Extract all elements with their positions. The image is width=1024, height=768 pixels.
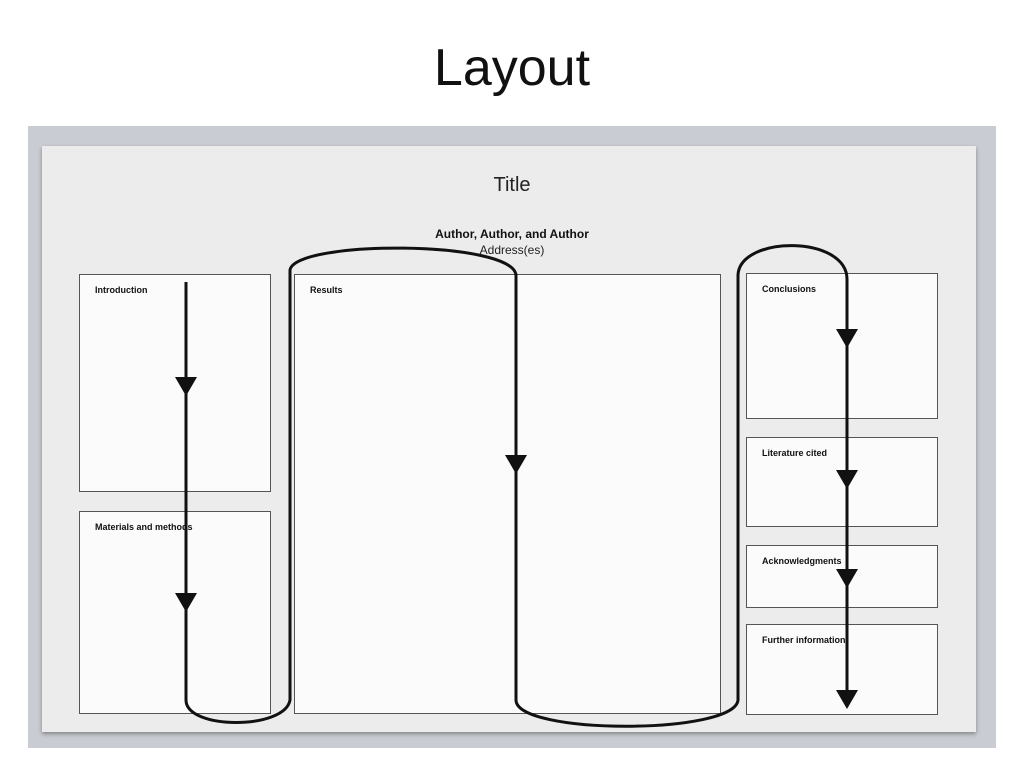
section-label-acknowledgments: Acknowledgments	[762, 556, 842, 566]
flow-arrow-introduction	[175, 377, 197, 396]
section-conclusions: Conclusions	[746, 273, 938, 419]
poster-authors: Author, Author, and Author	[435, 227, 589, 241]
poster-address: Address(es)	[479, 243, 545, 257]
flow-arrow-conclusions	[836, 329, 858, 348]
slide-heading: Layout	[433, 39, 591, 97]
section-results: Results	[294, 274, 721, 714]
section-introduction: Introduction	[79, 274, 271, 492]
section-label-materials-methods: Materials and methods	[95, 522, 193, 532]
section-label-literature-cited: Literature cited	[762, 448, 828, 458]
section-literature-cited: Literature cited	[746, 437, 938, 527]
section-label-further-information: Further information	[762, 635, 846, 645]
flow-arrow-results	[505, 455, 527, 474]
section-label-conclusions: Conclusions	[762, 284, 817, 294]
flow-arrow-literature	[836, 470, 858, 489]
poster-title: Title	[493, 174, 531, 196]
reading-flow-line	[184, 244, 849, 728]
section-label-introduction: Introduction	[95, 285, 148, 295]
section-label-results: Results	[310, 285, 343, 295]
flow-arrow-further-information	[836, 690, 858, 709]
section-materials-methods: Materials and methods	[79, 511, 271, 714]
flow-arrow-acknowledgments	[836, 569, 858, 588]
flow-arrow-methods	[175, 593, 197, 612]
